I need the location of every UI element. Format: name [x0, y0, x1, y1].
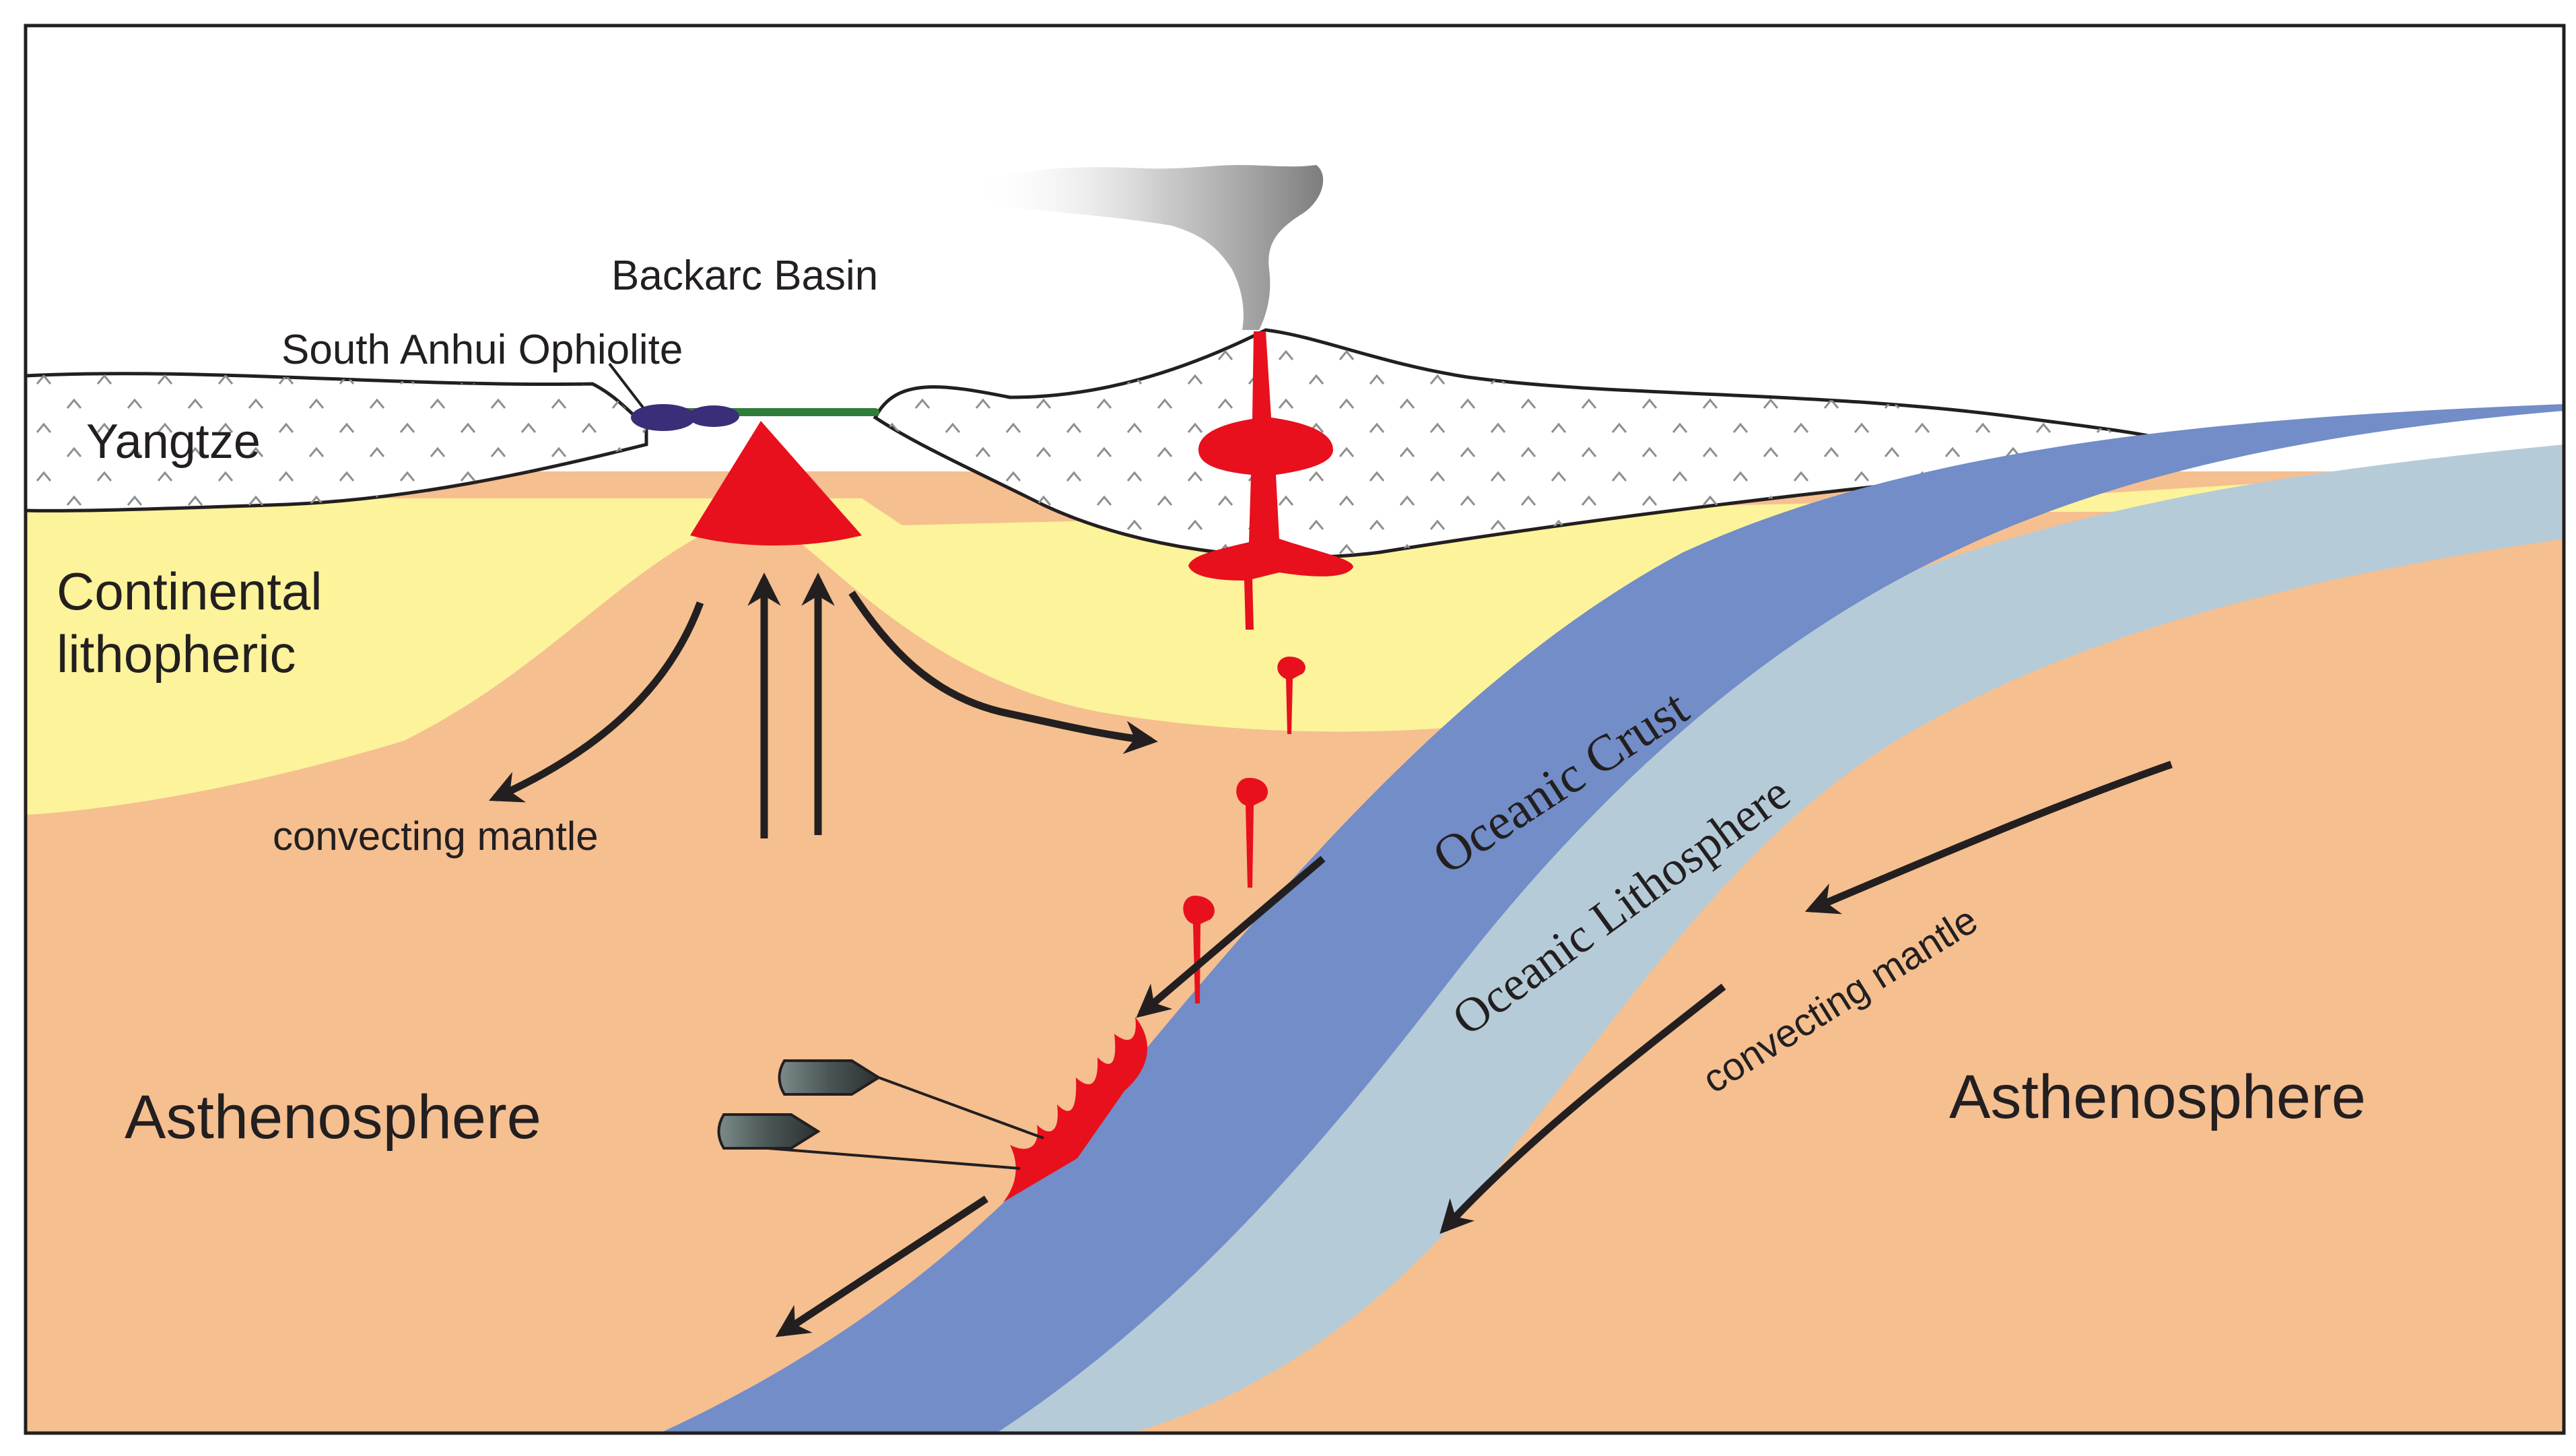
- magma-droplet: [1183, 896, 1215, 1003]
- volcanic-smoke-plume: [973, 165, 1324, 330]
- label-continental-line1: Continental: [57, 562, 323, 621]
- label-continental-line2: lithopheric: [57, 624, 296, 684]
- mantle-flow-arrow: [1439, 983, 1726, 1234]
- frame-border: [24, 24, 2566, 1435]
- mantle-flow-arrow: [1804, 760, 2173, 915]
- magma-droplet: [1236, 778, 1268, 888]
- continental-lithosphere-layer: [26, 465, 2564, 815]
- oceanic-crust-slab: [660, 404, 2564, 1433]
- arc-magma-conduit: [1188, 331, 1353, 630]
- label-convecting-mantle-left: convecting mantle: [273, 814, 599, 859]
- ophiolite-blob: [631, 404, 696, 431]
- oceanic-lithosphere-slab: [916, 444, 2564, 1433]
- label-yangtze: Yangtze: [86, 415, 261, 469]
- ophiolite-leader-line: [608, 362, 644, 409]
- convection-arrows: [488, 572, 2173, 1337]
- mantle-flow-arrow: [848, 591, 1158, 754]
- yangtze-crust-pattern: [26, 373, 646, 511]
- slab-melting-flames: [1003, 1017, 1148, 1202]
- magma-droplet: [1277, 657, 1306, 734]
- label-backarc-basin: Backarc Basin: [611, 253, 878, 299]
- slab-drag-arrow: [1136, 855, 1326, 1018]
- slab-drag-arrow: [775, 1195, 989, 1337]
- label-asthenosphere-right: Asthenosphere: [1949, 1063, 2366, 1131]
- label-asthenosphere-left: Asthenosphere: [125, 1083, 541, 1152]
- label-south-anhui-ophiolite: South Anhui Ophiolite: [281, 327, 683, 373]
- drill-core-icon: [717, 1113, 1021, 1170]
- backarc-magma-cone: [690, 421, 862, 545]
- drill-core-icon: [778, 1059, 1044, 1139]
- mantle-flow-arrow: [488, 601, 704, 803]
- arc-crust-pattern: [875, 330, 2182, 558]
- ophiolite-blob: [688, 405, 739, 427]
